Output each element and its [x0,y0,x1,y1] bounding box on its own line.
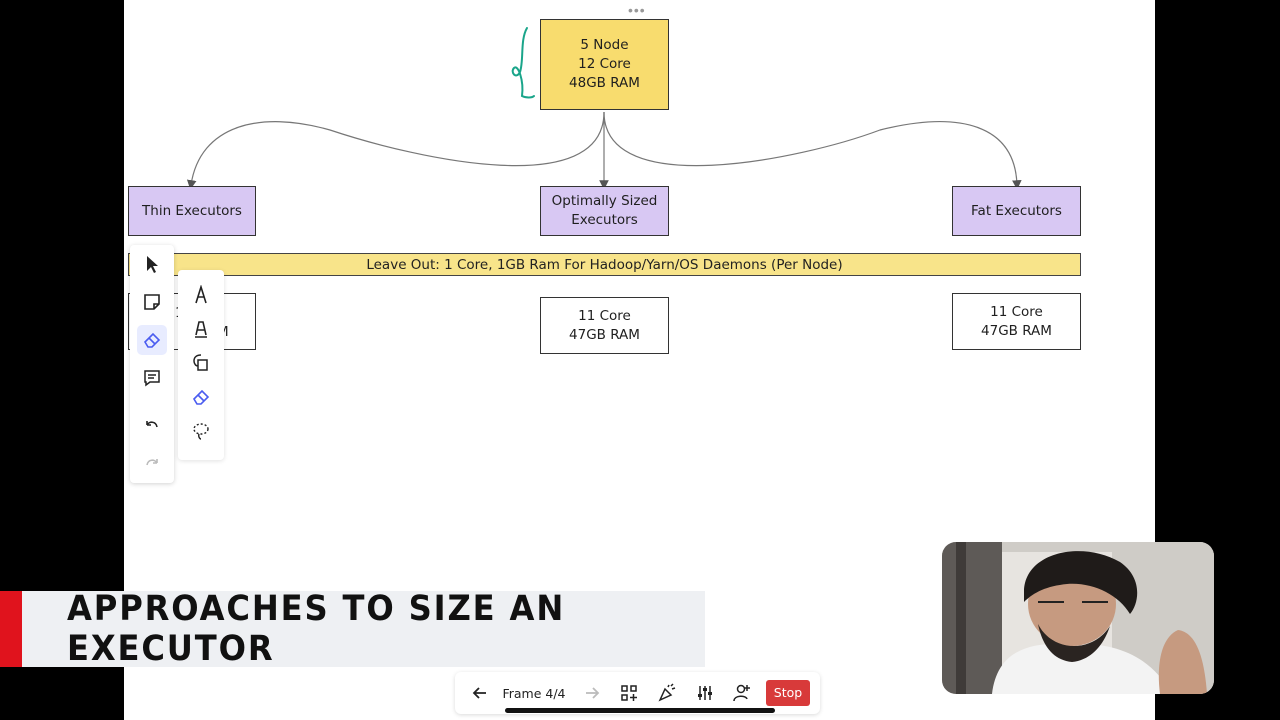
frame-handle-icon[interactable]: ••• [628,2,646,18]
settings-sliders-icon[interactable] [692,680,718,706]
frame-counter: Frame 4/4 [501,680,567,706]
leave-out-banner[interactable]: Leave Out: 1 Core, 1GB Ram For Hadoop/Ya… [128,253,1081,276]
comment-icon[interactable] [137,363,167,393]
presenter-video [942,542,1214,694]
invite-user-icon[interactable] [729,680,755,706]
thin-executors-box[interactable]: Thin Executors [128,186,256,236]
presentation-bar: Frame 4/4 Stop [455,672,820,714]
fat-executors-box[interactable]: Fat Executors [952,186,1081,236]
pen-tool-palette [178,270,224,460]
redo-icon[interactable] [137,449,167,479]
banner-accent-bar [0,591,22,667]
pen-icon[interactable] [186,280,216,310]
celebrate-icon[interactable] [654,680,680,706]
shapes-icon[interactable] [186,348,216,378]
sticky-note-icon[interactable] [137,287,167,317]
next-frame-button[interactable] [579,680,605,706]
highlighter-icon[interactable] [186,314,216,344]
stop-button-label[interactable]: Stop [765,680,811,706]
webcam-overlay [942,542,1214,694]
banner-title: APPROACHES TO SIZE AN EXECUTOR [67,589,566,669]
fat-result-box[interactable]: 11 Core 47GB RAM [952,293,1081,350]
eraser-icon[interactable] [137,325,167,355]
previous-frame-button[interactable] [467,680,493,706]
frames-grid-icon[interactable] [616,680,642,706]
cluster-box[interactable]: 5 Node 12 Core 48GB RAM [540,19,669,110]
tool-palette [130,245,174,483]
optimal-executors-box[interactable]: Optimally Sized Executors [540,186,669,236]
title-banner: APPROACHES TO SIZE AN EXECUTOR [22,589,705,669]
undo-icon[interactable] [137,411,167,441]
presentation-progress [505,708,775,713]
eraser-icon[interactable] [186,382,216,412]
optimal-result-box[interactable]: 11 Core 47GB RAM [540,297,669,354]
select-pointer-icon[interactable] [137,249,167,279]
stop-presentation-button[interactable]: Stop [765,680,811,706]
lasso-icon[interactable] [186,416,216,446]
frame-label: Frame 4/4 [502,685,566,701]
